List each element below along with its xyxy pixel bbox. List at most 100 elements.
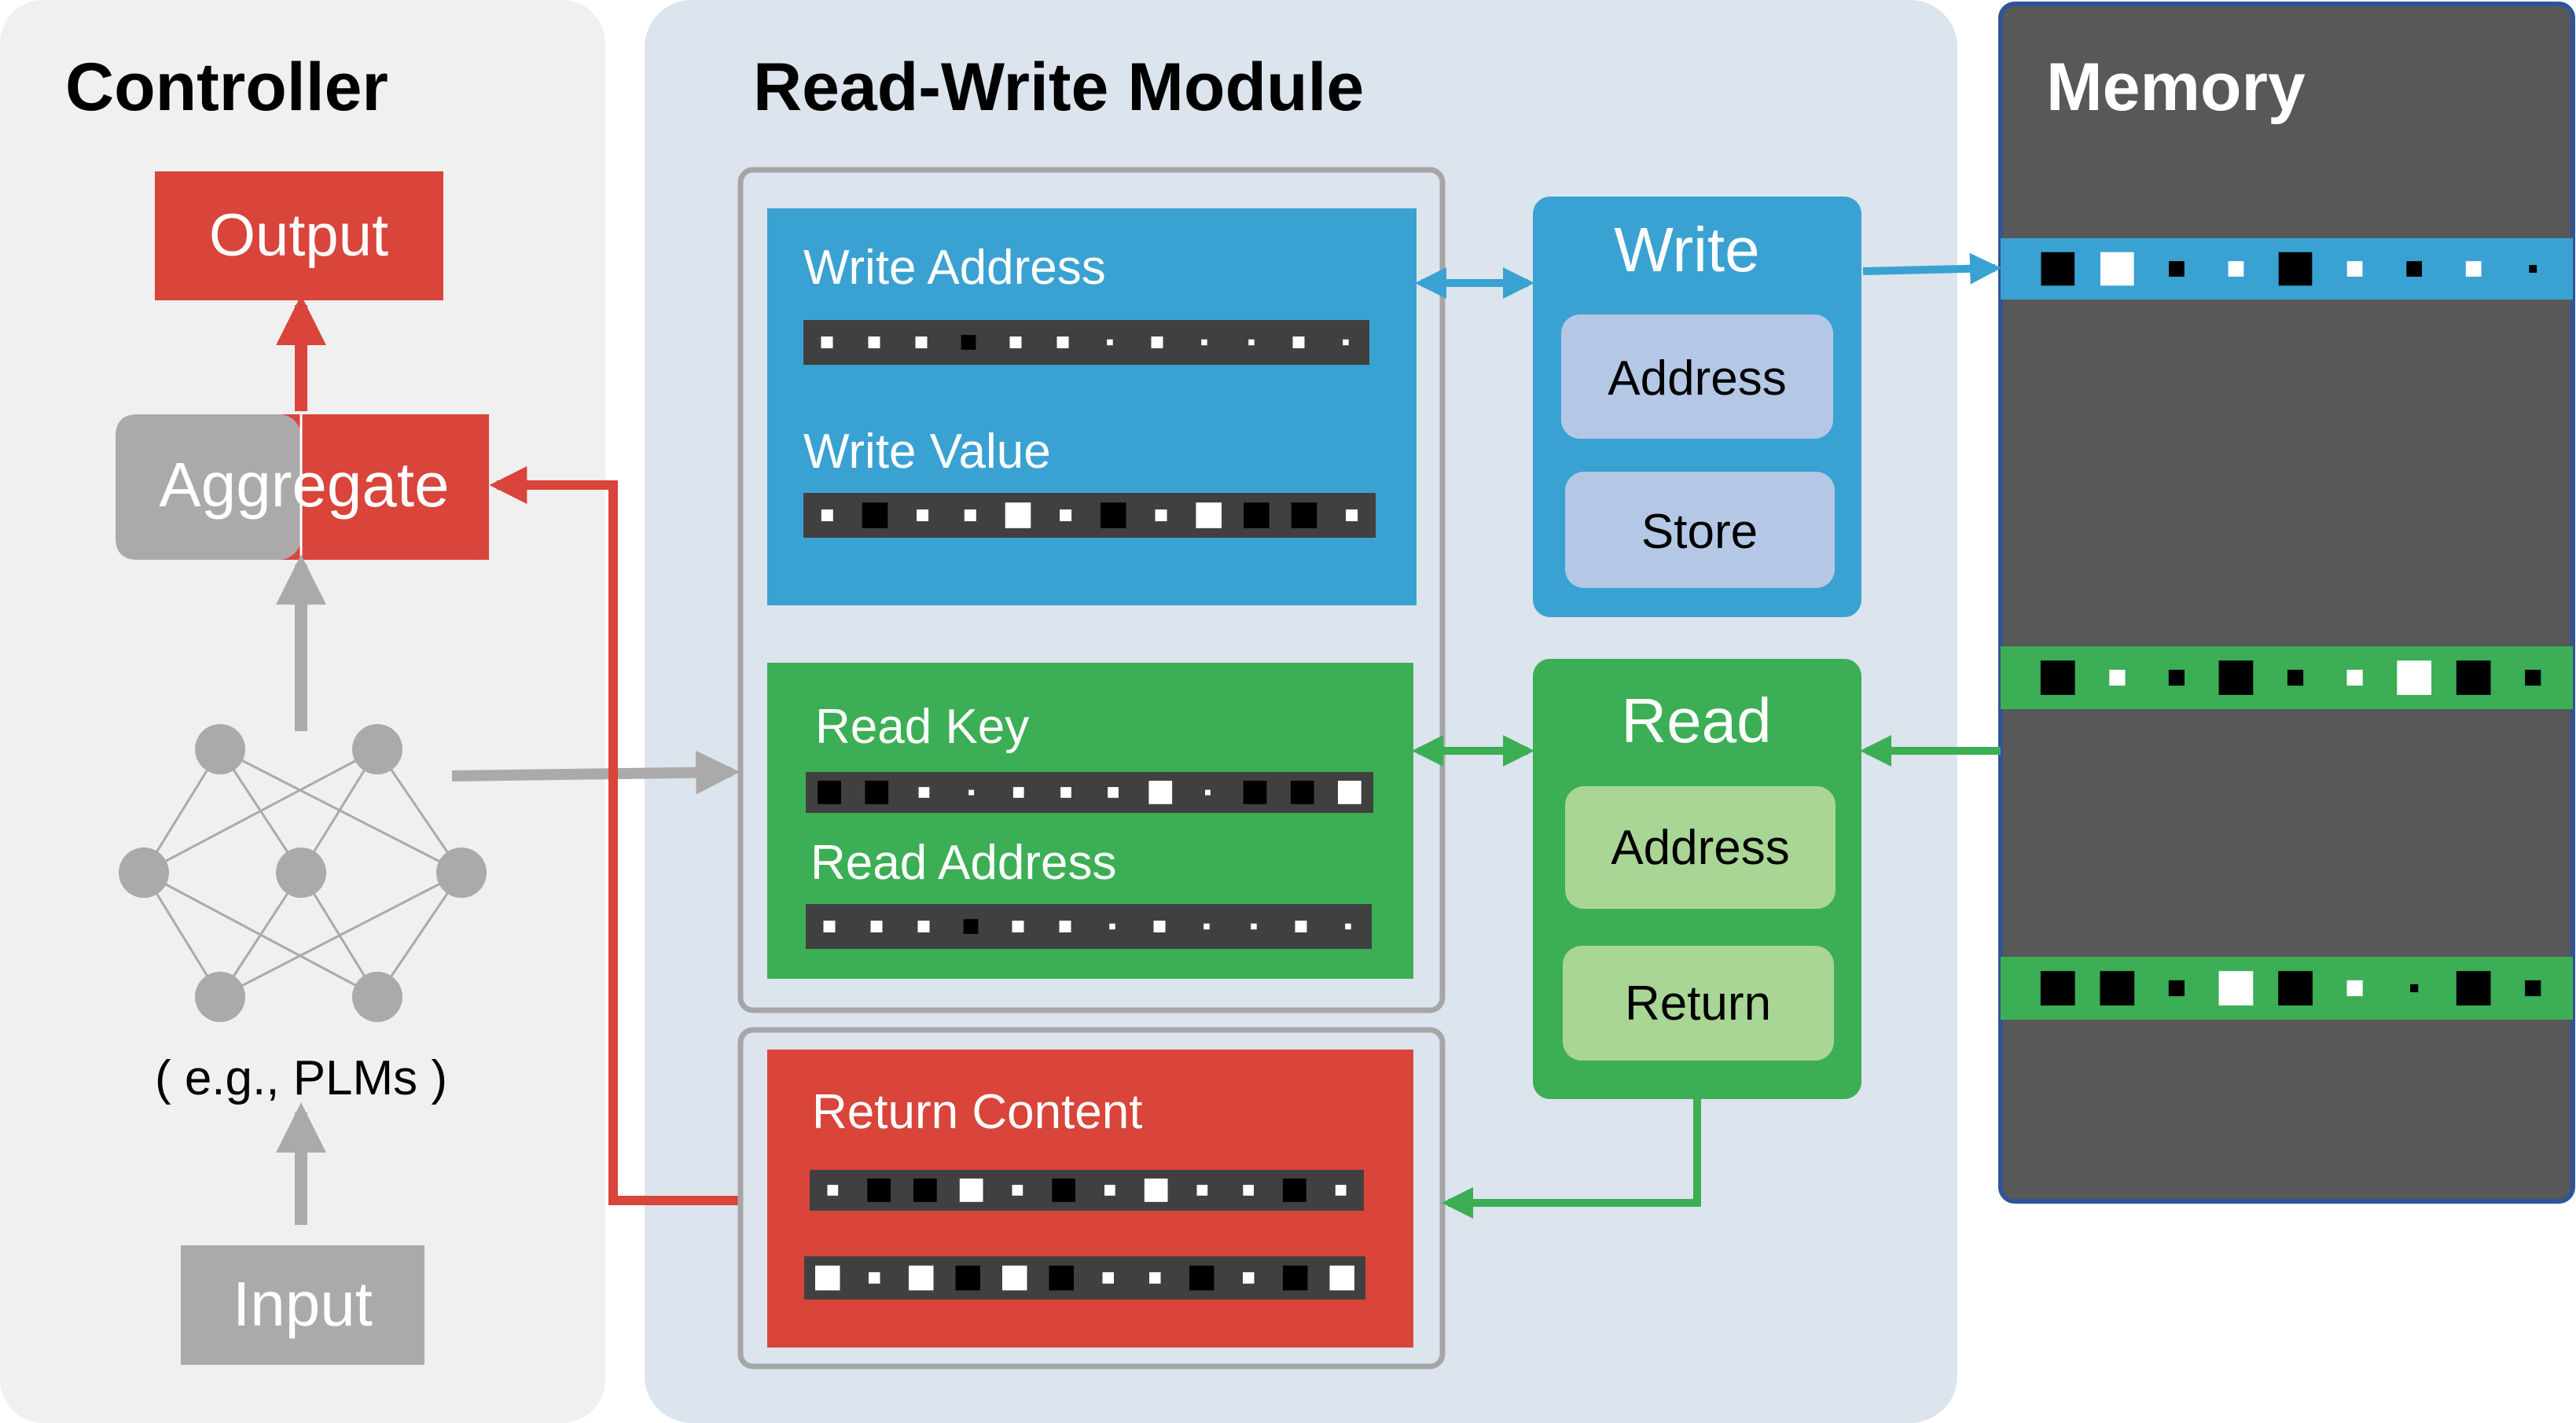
vector-cell [1005, 502, 1031, 528]
vector-cell [1292, 336, 1305, 348]
neural-network-icon [119, 724, 487, 1022]
vector-cell [1290, 781, 1314, 804]
vector-cell [1151, 336, 1163, 348]
vector-cell [2346, 261, 2363, 277]
vector-cell [2397, 660, 2431, 695]
vector-cell [913, 1178, 937, 1202]
vector-cell [2465, 261, 2482, 277]
vector-cell [2100, 971, 2135, 1006]
vector-cell [1153, 921, 1166, 932]
vector-cell [1012, 787, 1024, 798]
vector-cell [1251, 923, 1257, 930]
vector-cell [917, 509, 929, 521]
vector-cell [2406, 261, 2422, 277]
vector-cell [964, 509, 976, 521]
write-store-op-label: Store [1641, 505, 1758, 559]
vector-cell [1196, 502, 1222, 528]
return-content-box: Return Content [767, 1050, 1413, 1348]
write-op-box: Write Address Store [1533, 197, 1861, 617]
arrow-model-to-module [451, 750, 740, 795]
vector-cell [1189, 1265, 1215, 1291]
input-label: Input [233, 1269, 373, 1339]
write-address-label: Write Address [803, 241, 1106, 295]
memory-panel: Memory [1998, 2, 2575, 1204]
vector-cell [821, 509, 833, 521]
vector-cell [1012, 921, 1024, 932]
vector-cell [1283, 1265, 1308, 1291]
return-content-label: Return Content [812, 1085, 1142, 1139]
vector-strip-bg [806, 904, 1372, 949]
vector-cell [2410, 984, 2419, 993]
vector-cell [2041, 252, 2075, 286]
read-key-address-box: Read Key Read Address [767, 663, 1413, 979]
vector-cell [1107, 339, 1113, 346]
output-label: Output [209, 202, 388, 269]
vector-cell [2218, 971, 2254, 1006]
read-op-box: Read Address Return [1533, 659, 1861, 1099]
memory-row-2 [2001, 646, 2573, 709]
read-op-title: Read [1621, 686, 1771, 756]
vector-strip-bg [803, 493, 1376, 538]
vector-cell [868, 336, 880, 348]
arrow-write-to-memory [1862, 252, 2001, 285]
vector-cell [1049, 1265, 1074, 1291]
aggregate-box: Aggregate [116, 414, 489, 560]
read-key-label: Read Key [815, 700, 1029, 754]
vector-cell [1144, 1178, 1168, 1202]
vector-cell [2278, 971, 2313, 1006]
vector-cell [1345, 923, 1351, 930]
vector-cell [2529, 265, 2537, 273]
vector-cell [2040, 971, 2075, 1006]
vector-cell [1104, 1185, 1115, 1196]
output-box: Output [155, 171, 443, 300]
vector-cell [2346, 669, 2363, 686]
vector-cell [2168, 980, 2185, 997]
vector-cell [1155, 509, 1167, 521]
return-content-vector-1 [810, 1170, 1364, 1211]
vector-cell [1335, 1185, 1347, 1196]
memory-row-1-cells [2041, 252, 2537, 286]
vector-cell [1060, 509, 1072, 521]
arrow-return-to-aggregate [489, 466, 739, 1205]
vector-cell [1329, 1265, 1354, 1291]
vector-cell [2218, 660, 2254, 695]
vector-cell [2287, 669, 2304, 686]
vector-cell [2346, 980, 2363, 997]
vector-cell [959, 1178, 983, 1202]
vector-cell [1205, 789, 1211, 796]
read-address-op-label: Address [1611, 821, 1789, 875]
vector-cell [915, 336, 928, 348]
write-value-vector [803, 493, 1376, 538]
model-caption: ( e.g., PLMs ) [155, 1051, 447, 1105]
write-op-title: Write [1614, 215, 1759, 285]
vector-cell [870, 921, 883, 932]
vector-cell [2168, 669, 2185, 686]
vector-cell [827, 1185, 839, 1196]
vector-cell [2100, 252, 2134, 286]
vector-cell [2456, 971, 2491, 1006]
vector-cell [1059, 921, 1071, 932]
vector-cell [1343, 339, 1349, 346]
vector-cell [1283, 1178, 1306, 1202]
memory-title: Memory [2046, 50, 2306, 125]
vector-cell [1012, 1185, 1023, 1196]
vector-cell [1148, 781, 1173, 804]
controller-title: Controller [65, 50, 388, 125]
write-address-value-box: Write Address Write Value [767, 208, 1417, 605]
write-address-op-label: Address [1608, 351, 1786, 406]
arrow-read-to-return-content [1442, 1099, 1701, 1219]
memory-row-2-cells [2040, 660, 2541, 695]
vector-cell [1244, 502, 1270, 528]
vector-strip-bg [806, 772, 1373, 813]
read-key-vector [806, 772, 1373, 813]
vector-cell [2109, 669, 2126, 686]
write-address-vector [803, 320, 1369, 365]
vector-cell [963, 919, 979, 934]
vector-cell [2040, 660, 2075, 695]
vector-cell [867, 1178, 891, 1202]
vector-cell [917, 921, 930, 932]
vector-cell [909, 1265, 934, 1291]
aggregate-label: Aggregate [159, 450, 449, 520]
vector-cell [1108, 787, 1119, 798]
vector-cell [1060, 787, 1071, 798]
